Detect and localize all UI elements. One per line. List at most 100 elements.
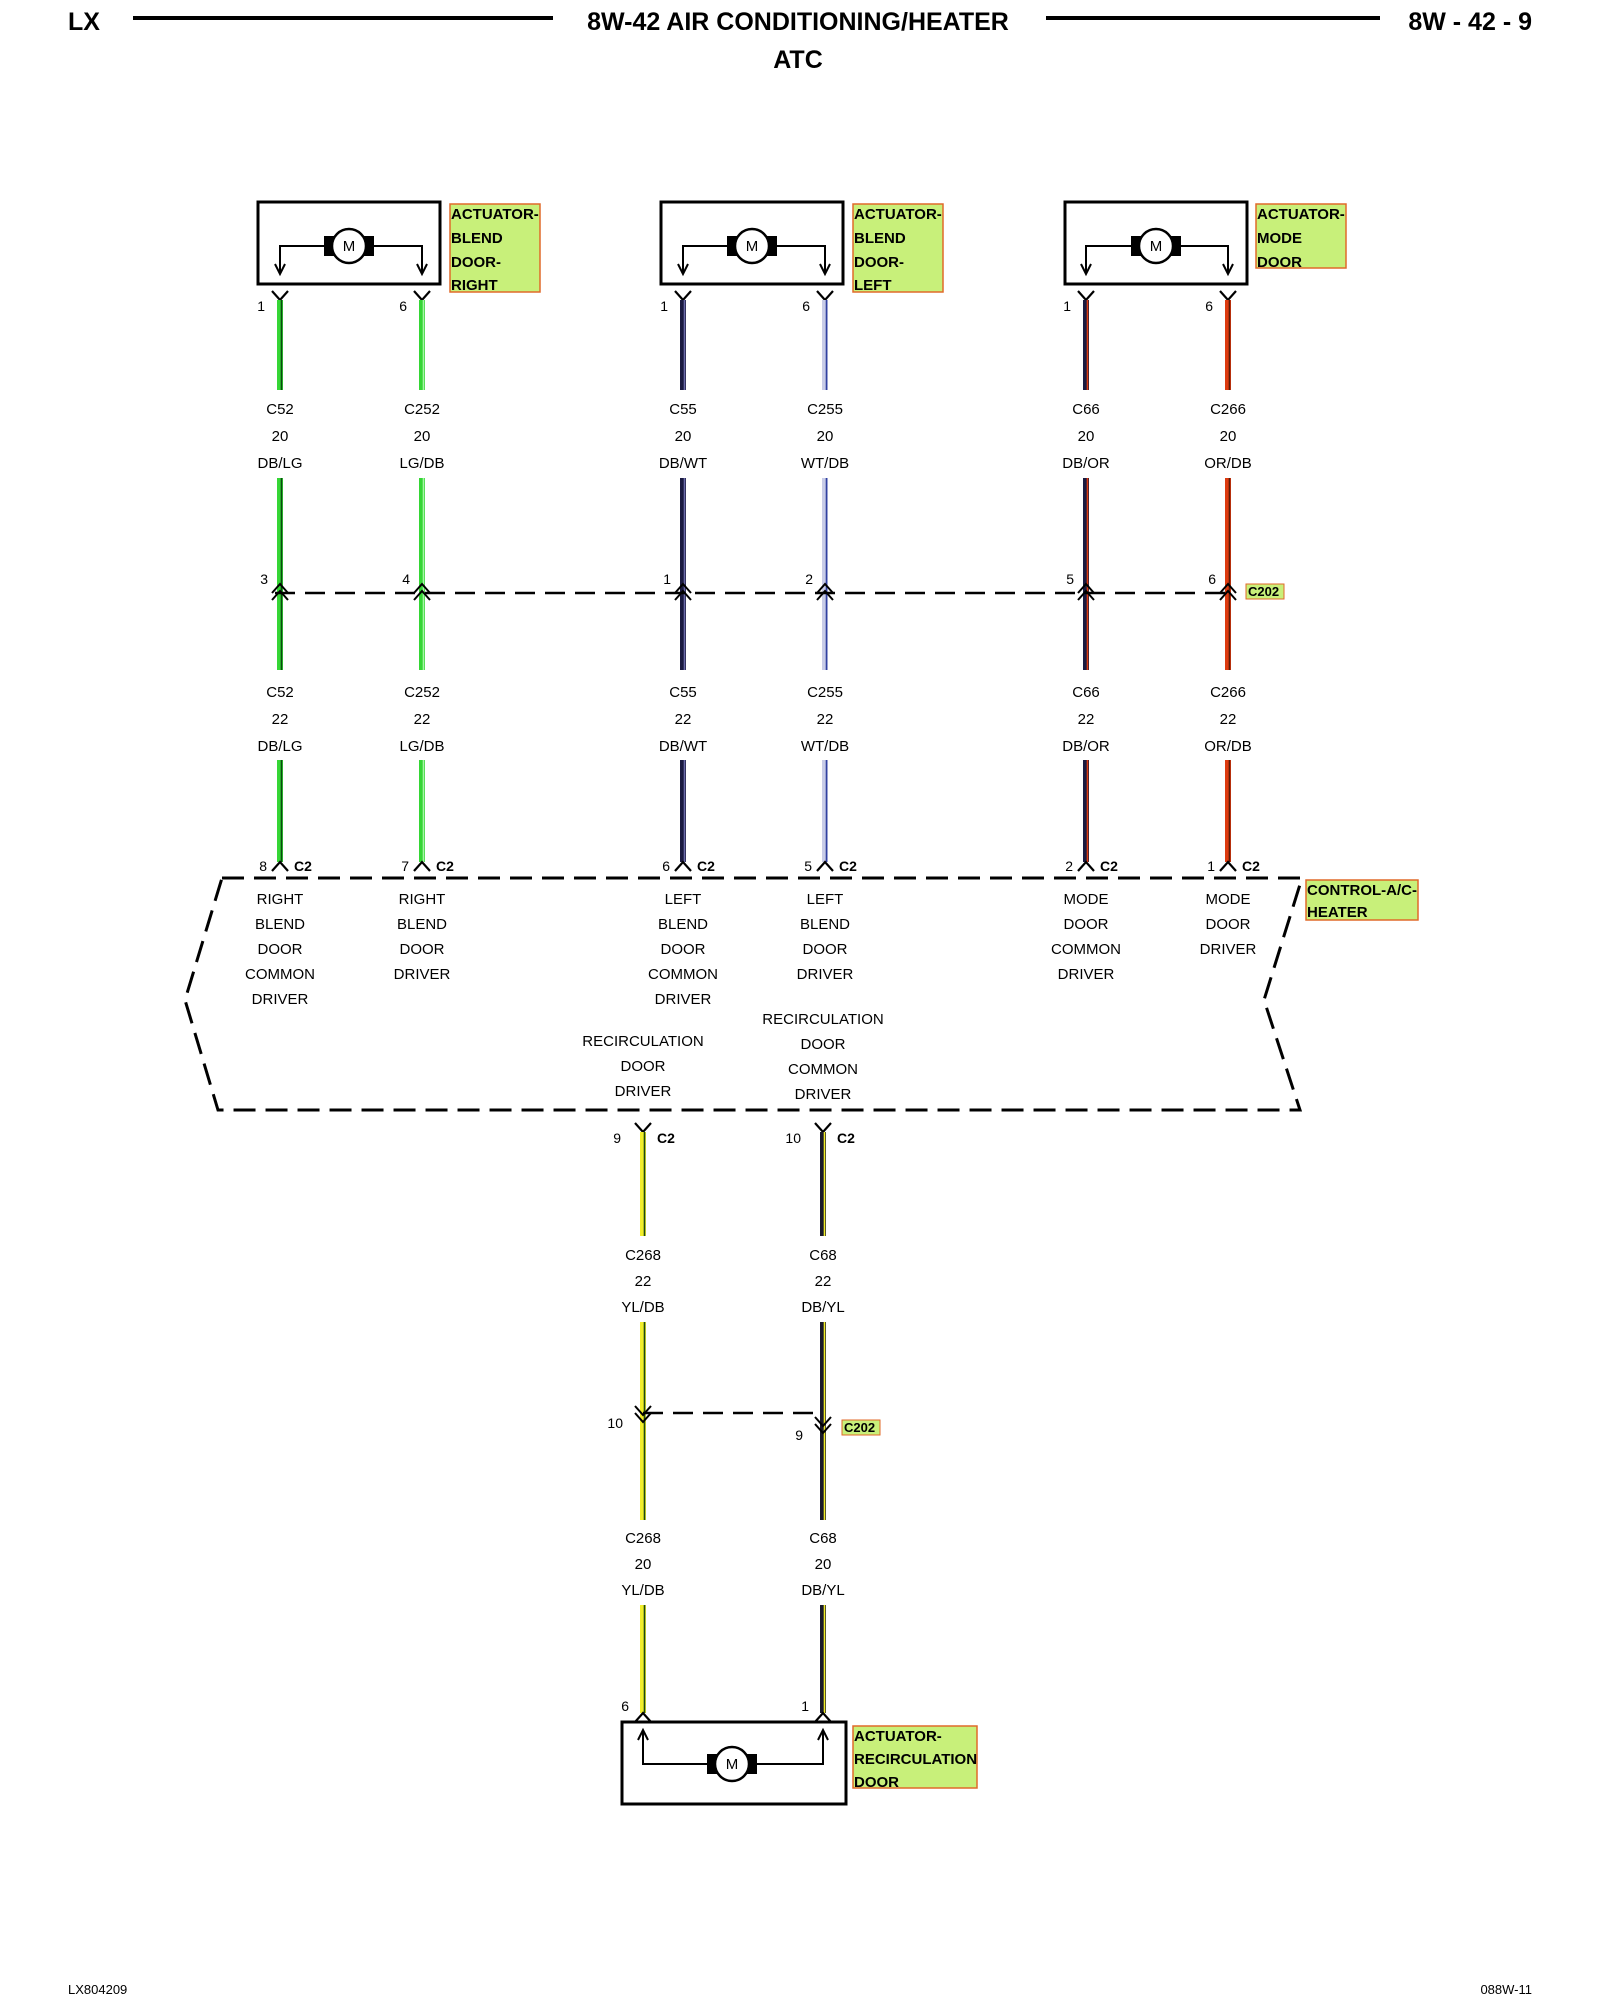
actuator-pin-number: 6 bbox=[399, 298, 407, 314]
actuator-label-right: ACTUATOR- BLEND DOOR- RIGHT bbox=[449, 203, 541, 294]
module-pin-description: LEFT bbox=[807, 891, 844, 908]
module-pin-description: DOOR bbox=[801, 1036, 846, 1053]
connector-terminal bbox=[413, 860, 431, 872]
module-pin-description: COMMON bbox=[245, 966, 315, 983]
module-pin-description: DOOR bbox=[803, 941, 848, 958]
gauge-label: 22 bbox=[1220, 711, 1237, 728]
module-pin-description: DOOR bbox=[1206, 916, 1251, 933]
module-pin-description: BLEND bbox=[658, 916, 708, 933]
circuit-label: C66 bbox=[1072, 401, 1100, 418]
c202-label-box bbox=[1245, 583, 1285, 600]
connector-terminal bbox=[816, 860, 834, 872]
inline-connector-caret bbox=[674, 582, 692, 601]
module-pin-description: RIGHT bbox=[257, 891, 304, 908]
circuit-label: C55 bbox=[669, 401, 697, 418]
module-pin-description: DOOR bbox=[1064, 916, 1109, 933]
c202-pin-number: 9 bbox=[795, 1427, 803, 1443]
c2-pin-number: 1 bbox=[1207, 858, 1215, 874]
c2-pin-number: 9 bbox=[613, 1130, 621, 1146]
c2-connector-label: C2 bbox=[294, 858, 312, 874]
c2-connector-label: C2 bbox=[837, 1130, 855, 1146]
actuator-pin-number: 1 bbox=[257, 298, 265, 314]
module-pin-description: RIGHT bbox=[399, 891, 446, 908]
actuator-pin-number: 6 bbox=[1205, 298, 1213, 314]
c2-pin-number: 10 bbox=[785, 1130, 801, 1146]
label-line: ACTUATOR- bbox=[854, 1728, 942, 1745]
c202-pin-number: 10 bbox=[607, 1415, 623, 1431]
gauge-label: 22 bbox=[815, 1273, 832, 1290]
connector-terminal bbox=[816, 290, 834, 302]
page-header: LX 8W-42 AIR CONDITIONING/HEATER 8W - 42… bbox=[68, 8, 1532, 74]
module-pin-description: DRIVER bbox=[795, 1086, 852, 1103]
label-line: RIGHT bbox=[451, 277, 498, 294]
label-line: DOOR- bbox=[451, 254, 501, 271]
gauge-label: 22 bbox=[635, 1273, 652, 1290]
actuator-pin-number: 6 bbox=[621, 1698, 629, 1714]
module-pin-description: RECIRCULATION bbox=[762, 1011, 883, 1028]
page-number: 8W - 42 - 9 bbox=[1408, 8, 1532, 36]
module-pin-description: BLEND bbox=[255, 916, 305, 933]
circuit-label: C55 bbox=[669, 684, 697, 701]
actuator-pin-number: 6 bbox=[802, 298, 810, 314]
label-line: BLEND bbox=[854, 230, 906, 247]
c2-pin-number: 6 bbox=[662, 858, 670, 874]
gauge-label: 20 bbox=[414, 428, 431, 445]
module-pin-description: RECIRCULATION bbox=[582, 1033, 703, 1050]
gauge-label: 22 bbox=[817, 711, 834, 728]
circuit-label: C255 bbox=[807, 401, 843, 418]
gauge-label: 22 bbox=[272, 711, 289, 728]
module-pin-description: DRIVER bbox=[1200, 941, 1257, 958]
circuit-label: C66 bbox=[1072, 684, 1100, 701]
actuator-blend-door-left: M bbox=[659, 200, 845, 286]
wire-color-label: YL/DB bbox=[621, 1299, 664, 1316]
circuit-label: C252 bbox=[404, 401, 440, 418]
wire-color-label: DB/WT bbox=[659, 455, 707, 472]
label-line: MODE bbox=[1257, 230, 1302, 247]
c202-label: C202 bbox=[1248, 584, 1279, 599]
module-pin-description: MODE bbox=[1064, 891, 1109, 908]
actuator-arrows bbox=[677, 263, 831, 277]
connector-terminal bbox=[1077, 860, 1095, 872]
actuator-label-mode: ACTUATOR- MODE DOOR bbox=[1255, 203, 1347, 271]
inline-connector-caret bbox=[816, 582, 834, 601]
connector-terminal bbox=[814, 1711, 832, 1723]
label-box bbox=[852, 203, 944, 293]
circuit-label: C52 bbox=[266, 401, 294, 418]
control-module-label: CONTROL-A/C- HEATER bbox=[1305, 879, 1419, 921]
gauge-label: 22 bbox=[1078, 711, 1095, 728]
c202-pin-number: 6 bbox=[1208, 571, 1216, 587]
c202-pin-number: 4 bbox=[402, 571, 410, 587]
label-line: LEFT bbox=[854, 277, 892, 294]
connector-terminal bbox=[634, 1122, 652, 1134]
c2-pin-number: 2 bbox=[1065, 858, 1073, 874]
motor-label: M bbox=[726, 1756, 739, 1773]
wire-color-label: WT/DB bbox=[801, 738, 849, 755]
module-pin-description: COMMON bbox=[1051, 941, 1121, 958]
connector-terminal bbox=[1219, 290, 1237, 302]
footer-left: LX804209 bbox=[68, 1982, 127, 1997]
gauge-label: 20 bbox=[272, 428, 289, 445]
motor-label: M bbox=[343, 238, 356, 255]
label-line: BLEND bbox=[451, 230, 503, 247]
c202-pin-number: 1 bbox=[663, 571, 671, 587]
module-pin-description: DOOR bbox=[258, 941, 303, 958]
actuator-arrows bbox=[637, 1727, 829, 1741]
c2-pin-number: 7 bbox=[401, 858, 409, 874]
wire-color-label: YL/DB bbox=[621, 1582, 664, 1599]
connector-terminal bbox=[271, 860, 289, 872]
motor-label: M bbox=[746, 238, 759, 255]
module-pin-description: MODE bbox=[1206, 891, 1251, 908]
wire-color-label: DB/WT bbox=[659, 738, 707, 755]
connector-terminal bbox=[674, 860, 692, 872]
module-pin-description: DOOR bbox=[621, 1058, 666, 1075]
label-line: ACTUATOR- bbox=[854, 206, 942, 223]
label-line: DOOR bbox=[1257, 254, 1302, 271]
label-line: DOOR- bbox=[854, 254, 904, 271]
gauge-label: 20 bbox=[1220, 428, 1237, 445]
connector-terminal bbox=[814, 1122, 832, 1134]
